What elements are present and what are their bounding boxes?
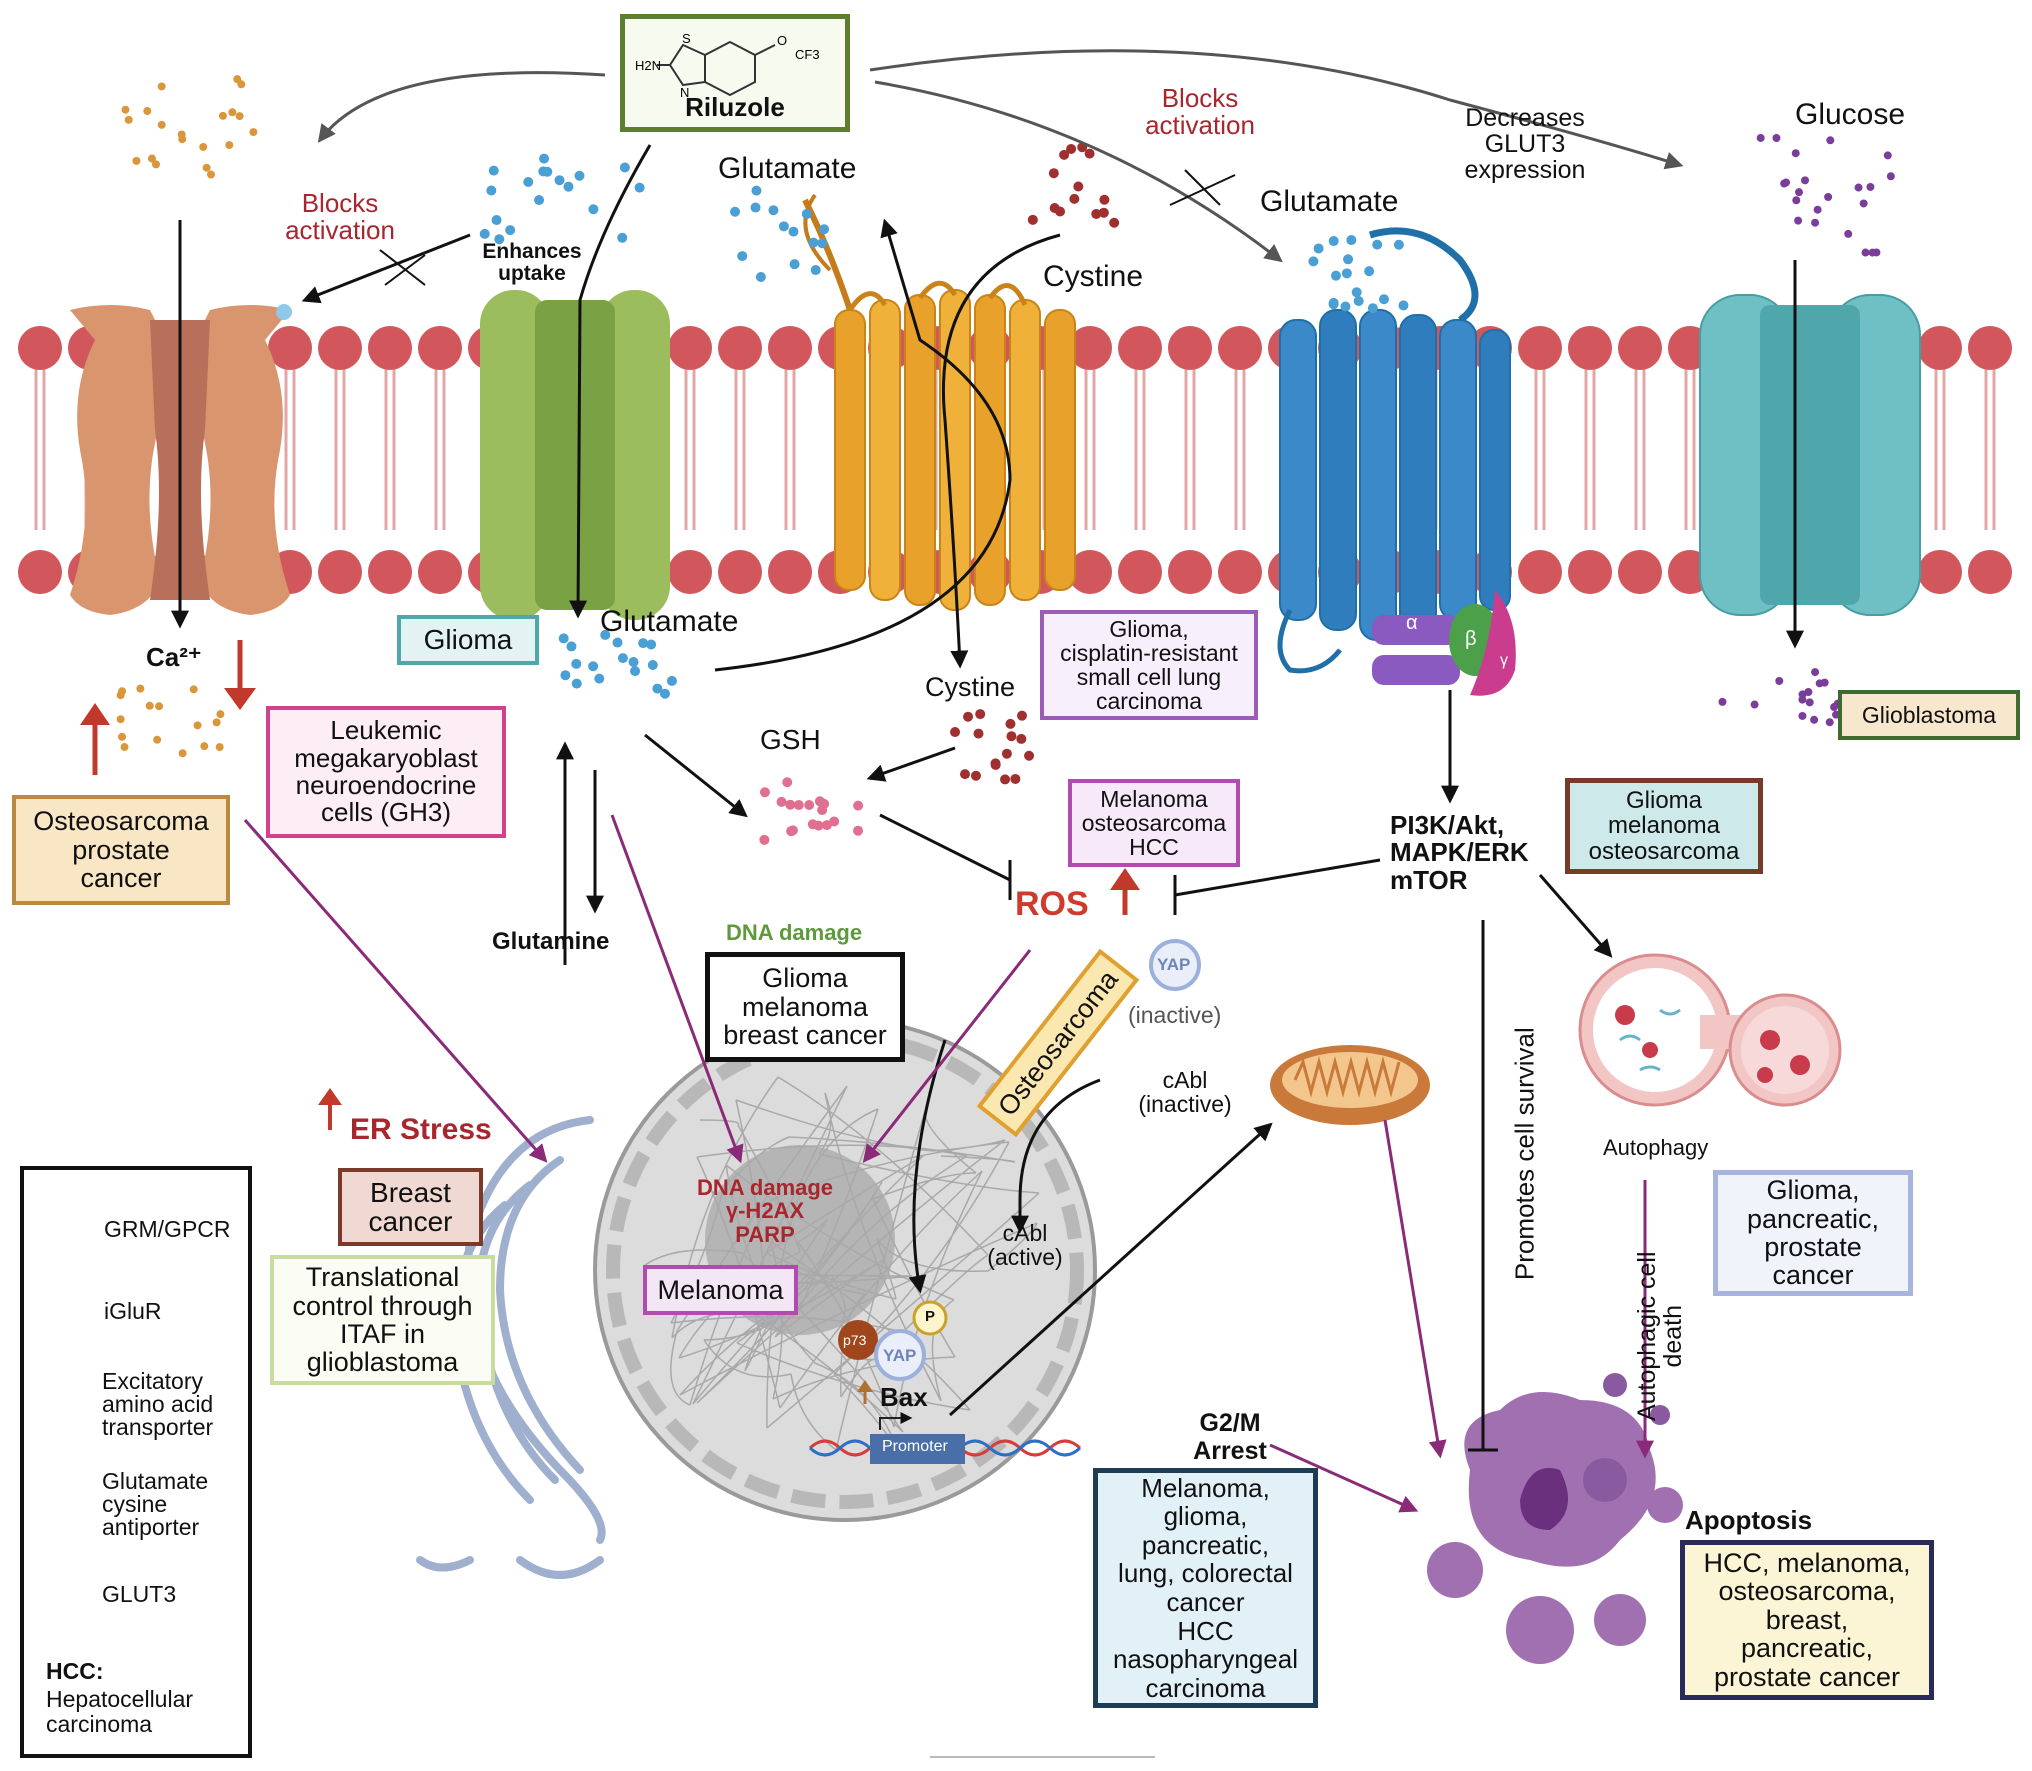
yap-nucleus-marker: YAP xyxy=(883,1346,917,1365)
blocks-activation-right: Blocks activation xyxy=(1145,82,1255,140)
svg-text:O: O xyxy=(777,33,787,48)
enhances-uptake-label: Enhances uptake xyxy=(482,239,582,285)
promoter-label: Promoter xyxy=(882,1438,948,1455)
legend-hcc-abbr: HCC: xyxy=(46,1658,104,1684)
legend-glut3: GLUT3 xyxy=(102,1581,177,1607)
arrows-grey xyxy=(317,49,1684,263)
glutamate-label-top: Glutamate xyxy=(718,152,857,185)
cystine-label-inside: Cystine xyxy=(925,672,1016,702)
eaat-transporter xyxy=(480,290,670,620)
cystine-label-top: Cystine xyxy=(1043,260,1144,293)
cabl-active-label: cAbl (active) xyxy=(987,1219,1063,1270)
legend-iglur: iGluR xyxy=(104,1298,162,1324)
legend-antiporter: Glutamate cysine antiporter xyxy=(102,1468,209,1540)
box-g2m-list: Melanoma, glioma, pancreatic, lung, colo… xyxy=(1093,1468,1318,1708)
box-breast: Breast cancer xyxy=(338,1168,483,1246)
p73-marker: p73 xyxy=(843,1332,867,1348)
riluzole-label: Riluzole xyxy=(685,91,785,122)
apoptosis-label: Apoptosis xyxy=(1685,1505,1813,1535)
autophagic-death-label: Autophagic cell death xyxy=(1632,1251,1687,1422)
box-osteo-prostate: Osteosarcoma prostate cancer xyxy=(12,795,230,905)
ros-label: ROS xyxy=(1015,885,1089,923)
signaling-markers xyxy=(838,939,1201,1381)
decreases-glut3-label: Decreases GLUT3 expression xyxy=(1464,103,1586,185)
riluzole-box: H2N S N O CF3 Riluzole xyxy=(620,14,850,132)
box-glioma-mel-osteo: Glioma melanoma osteosarcoma xyxy=(1565,778,1763,874)
blocks-activation-left: Blocks activation xyxy=(285,187,395,245)
gamma-subunit: γ xyxy=(1500,652,1508,669)
cabl-inactive-label: cAbl (inactive) xyxy=(1138,1066,1232,1117)
yap-inactive-text: (inactive) xyxy=(1128,1002,1222,1028)
legend-eaat: Excitatory amino acid transporter xyxy=(102,1368,214,1440)
glutamine-label: Glutamine xyxy=(492,928,610,955)
box-translational: Translational control through ITAF in gl… xyxy=(270,1255,495,1385)
er-stress-label: ER Stress xyxy=(350,1113,492,1146)
promotes-survival-label: Promotes cell survival xyxy=(1509,1027,1540,1281)
svg-text:H2N: H2N xyxy=(635,58,661,73)
box-melanoma-nucleus: Melanoma xyxy=(643,1265,798,1315)
arrows-black xyxy=(171,144,1804,1452)
nucleus-dna-damage-label: DNA damage γ-H2AX PARP xyxy=(696,1175,834,1247)
box-apoptosis-list: HCC, melanoma, osteosarcoma, breast, pan… xyxy=(1680,1540,1934,1700)
legend-grm: GRM/GPCR xyxy=(104,1216,231,1242)
glucose-label: Glucose xyxy=(1795,98,1906,131)
phospho-marker: P xyxy=(925,1308,936,1325)
box-glioma-sclc: Glioma, cisplatin-resistant small cell l… xyxy=(1040,610,1258,720)
pathways-label: PI3K/Akt, MAPK/ERK mTOR xyxy=(1390,810,1529,895)
riluzole-structure-icon: H2N S N O CF3 xyxy=(635,31,820,97)
g2m-label: G2/M Arrest xyxy=(1193,1409,1267,1465)
box-glioma-left: Glioma xyxy=(397,615,539,665)
legend-hcc-text: Hepatocellular carcinoma xyxy=(46,1686,194,1738)
antiporter xyxy=(802,193,1076,611)
box-glioma-mel-breast: Glioma melanoma breast cancer xyxy=(705,952,905,1062)
box-melanoma-osteo-hcc: Melanoma osteosarcoma HCC xyxy=(1068,779,1240,867)
molecule-dots xyxy=(116,75,1895,845)
alpha-subunit: α xyxy=(1406,612,1418,634)
svg-text:S: S xyxy=(682,31,691,46)
arrows-purple xyxy=(243,814,1654,1513)
beta-subunit: β xyxy=(1465,628,1477,650)
box-glioma-pan-prostate: Glioma, pancreatic, prostate cancer xyxy=(1713,1170,1913,1296)
apoptotic-cell xyxy=(1427,1373,1683,1664)
dna-damage-green-label: DNA damage xyxy=(726,920,863,945)
svg-text:CF3: CF3 xyxy=(795,47,820,62)
block-marks xyxy=(379,169,1236,286)
yap-inactive-marker: YAP xyxy=(1157,955,1191,974)
autophagy-label: Autophagy xyxy=(1603,1135,1709,1160)
red-arrows xyxy=(80,640,1140,1404)
svg-text:N: N xyxy=(680,85,689,97)
bax-label: Bax xyxy=(880,1382,928,1412)
gpcr-receptor xyxy=(1277,227,1516,696)
gsh-label: GSH xyxy=(760,724,821,755)
autophagosome xyxy=(1578,953,1842,1107)
box-leukemic: Leukemic megakaryoblast neuroendocrine c… xyxy=(266,706,506,838)
legend: GRM/GPCR iGluR Excitatory amino acid tra… xyxy=(20,1166,252,1758)
glut3-transporter xyxy=(1699,294,1921,616)
calcium-label: Ca²⁺ xyxy=(146,642,202,672)
glutamate-label-gpcr: Glutamate xyxy=(1260,185,1399,218)
mitochondrion xyxy=(1270,1045,1430,1125)
glutamate-label-inside: Glutamate xyxy=(600,605,739,638)
box-glioblastoma: Glioblastoma xyxy=(1838,690,2020,740)
